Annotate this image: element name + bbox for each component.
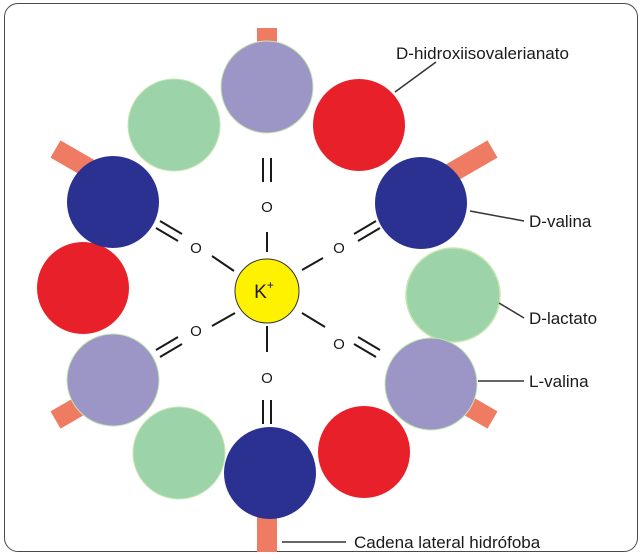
unit-green-lower-left — [132, 406, 226, 500]
label-d-lactate: D-lactato — [529, 309, 597, 328]
ring-units — [37, 40, 501, 519]
unit-red-left — [37, 242, 129, 334]
label-d-valine: D-valina — [529, 212, 592, 231]
coord-bond-lower-right — [301, 312, 326, 328]
unit-green-upper-left — [127, 78, 221, 172]
potassium-ion: K+ — [234, 258, 300, 324]
coordination-bonds — [211, 232, 326, 352]
oxygen-lower-left: O — [190, 323, 202, 340]
unit-red-upper-right — [313, 79, 405, 171]
oxygen-upper-left: O — [190, 240, 202, 257]
coord-bond-lower-left — [211, 312, 236, 327]
side-chain-upper-right — [442, 140, 498, 184]
leader-d-lactate — [498, 302, 525, 319]
leader-hydroxy — [394, 61, 437, 93]
oxygen-upper-right: O — [333, 240, 345, 257]
unit-navy-bottom — [224, 427, 316, 519]
double-bond-upper-left — [155, 220, 183, 242]
oxygen-atoms: O O O O O O — [190, 199, 345, 387]
leader-d-valine — [469, 210, 525, 222]
unit-navy-upper-left — [67, 156, 159, 248]
double-bond-lower-right — [353, 336, 381, 358]
double-bond-upper-right — [353, 220, 381, 242]
double-bond-lower-left — [155, 336, 183, 358]
coord-bond-upper-left — [211, 255, 235, 272]
unit-lavender-lower-left — [66, 333, 160, 427]
unit-navy-right — [375, 157, 467, 249]
oxygen-lower-right: O — [333, 336, 345, 353]
oxygen-top: O — [261, 199, 273, 216]
unit-green-right — [405, 247, 501, 343]
unit-lavender-top — [220, 40, 314, 134]
carbonyl-bonds — [155, 158, 381, 424]
potassium-label: K+ — [254, 278, 274, 303]
double-bond-bottom — [262, 400, 272, 424]
labels: D-hidroxiisovalerianato D-valina D-lacta… — [354, 44, 597, 552]
coord-bond-upper-right — [301, 257, 324, 271]
unit-lavender-lower-right — [384, 337, 478, 431]
leader-lines — [282, 61, 525, 543]
unit-red-lower-right — [318, 406, 410, 498]
label-hydroxy: D-hidroxiisovalerianato — [396, 44, 569, 63]
label-side-chain: Cadena lateral hidrófoba — [354, 533, 541, 552]
double-bond-top — [262, 158, 272, 182]
label-l-valine: L-valina — [529, 372, 589, 391]
oxygen-bottom: O — [261, 370, 273, 387]
potassium-circle — [234, 258, 300, 324]
